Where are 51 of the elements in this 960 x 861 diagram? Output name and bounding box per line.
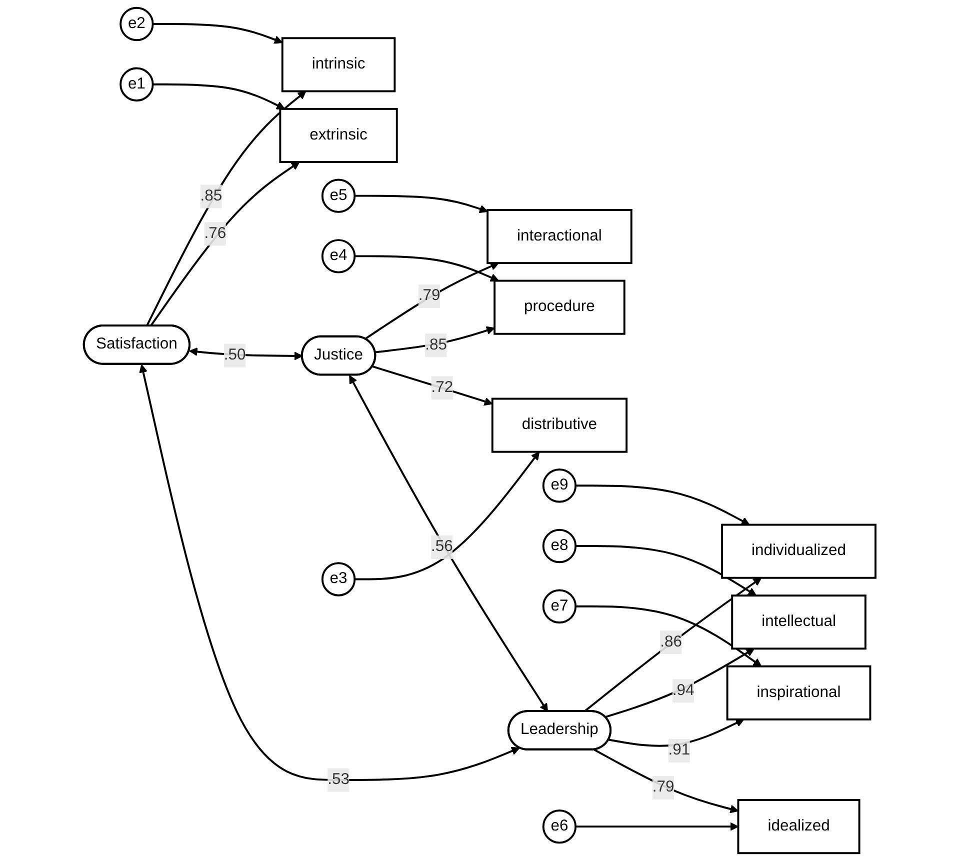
- arrow: [375, 326, 496, 354]
- arrow: [372, 366, 494, 406]
- node-circle: e7: [542, 589, 577, 624]
- arrow: [576, 605, 762, 667]
- edge-label: .91: [668, 742, 690, 759]
- node-box: inspirational: [726, 665, 872, 720]
- arrow: [584, 577, 762, 712]
- arrow: [605, 648, 755, 718]
- arrow: [354, 194, 488, 214]
- arrow: [364, 262, 500, 340]
- edge-label: .79: [652, 778, 675, 796]
- node-circle: e8: [542, 528, 577, 564]
- edge-label: .85: [425, 336, 448, 354]
- node-circle: e4: [322, 239, 356, 274]
- node-box: interactional: [486, 209, 633, 264]
- arrow: [576, 545, 757, 596]
- node-box: intellectual: [731, 594, 867, 650]
- arrow: [354, 255, 500, 282]
- edge-label: .85: [200, 188, 222, 204]
- node-circle: e1: [120, 67, 154, 102]
- arrow: [576, 484, 750, 526]
- edge-label: .76: [204, 225, 226, 242]
- node-box: idealized: [738, 799, 861, 854]
- edge-label: .94: [672, 682, 695, 699]
- arrow: [189, 347, 304, 360]
- edge-label: .56: [431, 538, 454, 556]
- node-circle: e9: [542, 468, 577, 503]
- arrow: [139, 364, 520, 781]
- node-box: individualized: [721, 524, 877, 579]
- edge-label: .53: [328, 771, 350, 788]
- edge-label: .79: [418, 287, 441, 304]
- node-box: intrinsic: [282, 37, 396, 92]
- node-box: distributive: [492, 398, 628, 453]
- edge-label: .50: [224, 346, 246, 364]
- node-box: procedure: [494, 280, 626, 335]
- edge-label: .86: [660, 634, 682, 650]
- node-circle: e6: [542, 809, 577, 844]
- arrow: [153, 83, 286, 110]
- edge-label: .72: [432, 379, 454, 396]
- arrow: [576, 822, 739, 831]
- arrow: [608, 718, 745, 747]
- node-circle: e2: [120, 6, 154, 42]
- arrow: [594, 748, 739, 814]
- node-circle: e3: [322, 562, 356, 596]
- arrow: [354, 451, 540, 580]
- arrow: [150, 162, 300, 327]
- node-box: extrinsic: [280, 108, 398, 163]
- arrow: [153, 23, 284, 44]
- arrow: [349, 375, 548, 712]
- node-circle: e5: [322, 178, 356, 213]
- arrow: [146, 90, 307, 326]
